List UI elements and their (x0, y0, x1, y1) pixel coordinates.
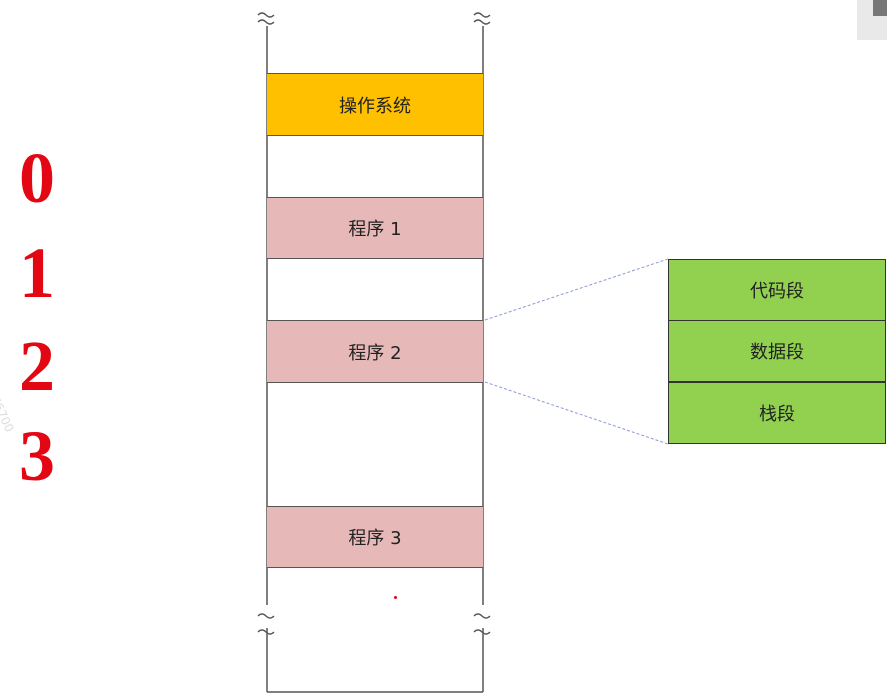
row-number-3: 3 (19, 416, 55, 496)
program-1-label: 程序 1 (348, 219, 402, 240)
pointer-dot (394, 596, 397, 599)
connector-bottom (484, 381, 669, 445)
row-number-2: 2 (19, 326, 55, 406)
row-number-1: 1 (19, 233, 55, 313)
program-3-label: 程序 3 (348, 528, 402, 549)
os-block: 操作系统 (267, 73, 483, 136)
program-2-label: 程序 2 (348, 342, 402, 364)
data-segment-label: 数据段 (750, 342, 804, 363)
connector-top (484, 258, 669, 321)
code-segment-label: 代码段 (750, 281, 804, 302)
stack-segment: 栈段 (668, 382, 886, 444)
break-mark-icon (257, 12, 491, 635)
row-number-0: 0 (19, 138, 55, 218)
os-label: 操作系统 (339, 95, 411, 117)
code-segment: 代码段 (668, 259, 886, 321)
data-segment: 数据段 (668, 320, 886, 382)
stack-segment-label: 栈段 (759, 404, 795, 425)
program-1-block: 程序 1 (267, 197, 483, 259)
window-corner-control (857, 0, 887, 40)
program-3-block: 程序 3 (267, 506, 483, 568)
program-2-block: 程序 2 (267, 320, 483, 383)
